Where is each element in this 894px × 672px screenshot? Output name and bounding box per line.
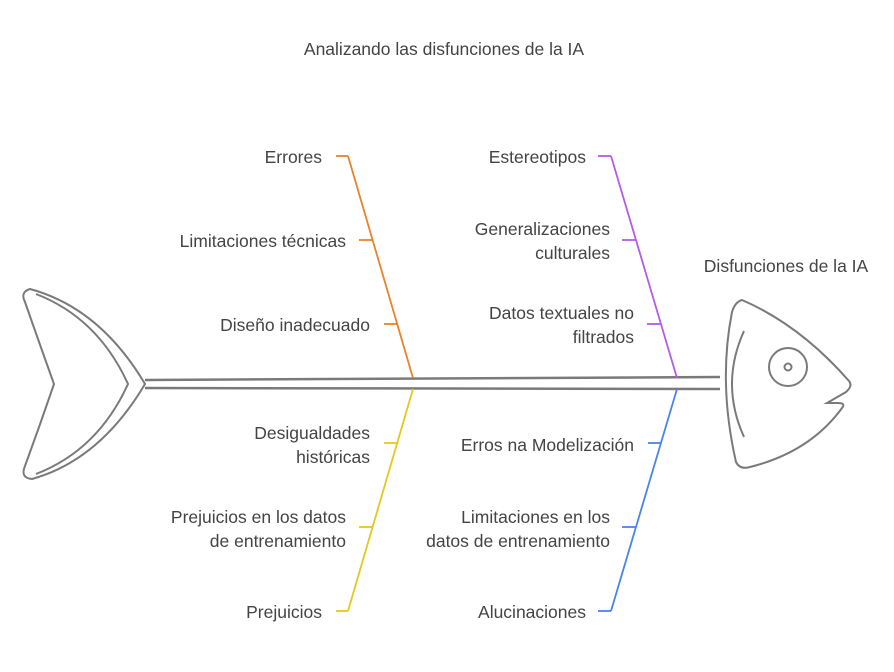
cause-label: Errores <box>265 147 323 167</box>
fish-head <box>724 298 852 469</box>
cause-label: Alucinaciones <box>478 602 586 622</box>
cause-label: culturales <box>535 243 610 263</box>
diagram-title: Analizando las disfunciones de la IA <box>304 39 585 59</box>
head-label: Disfunciones de la IA <box>704 256 869 276</box>
fish-eye-icon <box>768 347 808 387</box>
bone-bottom-right <box>598 388 678 612</box>
cause-label: Limitaciones técnicas <box>180 231 347 251</box>
cause-label: Datos textuales no <box>489 303 634 323</box>
cause-label: Desigualdades <box>254 423 370 443</box>
cause-label: Prejuicios <box>246 602 322 622</box>
cause-label: históricas <box>296 447 370 467</box>
cause-label: Erros na Modelización <box>461 435 634 455</box>
fish-spine <box>144 375 721 391</box>
cause-label: Prejuicios en los datos <box>171 507 346 527</box>
cause-label: de entrenamiento <box>210 531 346 551</box>
cause-label: datos de entrenamiento <box>426 531 610 551</box>
cause-label: Estereotipos <box>489 147 587 167</box>
bone-bottom-left <box>336 388 414 612</box>
cause-label: Generalizaciones <box>475 219 610 239</box>
cause-label: Diseño inadecuado <box>220 315 370 335</box>
fish-tail <box>22 287 147 481</box>
cause-label: filtrados <box>573 327 635 347</box>
bone-top-right <box>598 155 678 379</box>
bone-top-left <box>336 155 414 379</box>
cause-label: Limitaciones en los <box>461 507 610 527</box>
